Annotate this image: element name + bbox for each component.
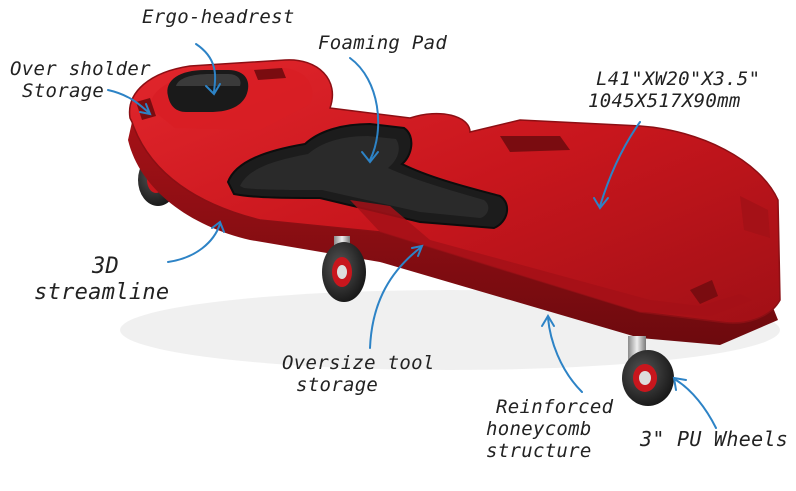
label-3d-line-1: 3D bbox=[92, 254, 120, 279]
label-oversize-line-2: storage bbox=[296, 374, 379, 396]
oversize-tool-tray bbox=[350, 200, 752, 316]
label-reinforced-line-1: Reinforced bbox=[496, 396, 614, 418]
handle-slot-bottom bbox=[690, 280, 718, 304]
arrow-head-reinforced-honeycomb bbox=[541, 314, 555, 327]
label-over-sholder-line-1: Over sholder bbox=[10, 58, 151, 80]
arrow-head-over-sholder-storage bbox=[139, 103, 152, 116]
arrow-head-ergo-headrest bbox=[205, 83, 221, 96]
label-pu-wheels: 3" PU Wheels bbox=[640, 428, 788, 450]
handle-slot-top bbox=[500, 136, 570, 152]
arrow-over-sholder-storage bbox=[107, 89, 149, 113]
label-pu-wheels-text: 3" PU Wheels bbox=[640, 427, 789, 451]
arrow-head-pu-wheels bbox=[672, 376, 687, 391]
label-dimensions-imperial: L41"XW20"X3.5" bbox=[596, 68, 761, 90]
wheel-front-right bbox=[622, 336, 674, 406]
arrow-head-streamline bbox=[211, 220, 225, 233]
arrow-head-foaming-pad bbox=[361, 151, 379, 164]
label-ergo-headrest-text: Ergo-headrest bbox=[142, 6, 295, 28]
label-dimensions: L41"XW20"X3.5" 1045X517X90mm bbox=[588, 68, 760, 112]
label-3d-line-2: streamline bbox=[34, 280, 170, 305]
label-reinforced-line-3: structure bbox=[486, 440, 592, 462]
arrow-reinforced-honeycomb bbox=[547, 317, 583, 393]
arrow-head-dimensions bbox=[593, 197, 609, 210]
foot-end-tray bbox=[740, 196, 770, 238]
label-foaming-pad: Foaming Pad bbox=[318, 32, 447, 54]
label-over-sholder-line-2: Storage bbox=[22, 80, 105, 102]
label-oversize-line-1: Oversize tool bbox=[282, 352, 435, 374]
wheel-front-left bbox=[322, 236, 366, 302]
shoulder-storage-right bbox=[254, 68, 286, 80]
body-side-wall bbox=[128, 122, 778, 345]
foaming-pad bbox=[226, 122, 509, 230]
label-foaming-pad-text: Foaming Pad bbox=[318, 32, 448, 54]
label-ergo-headrest: Ergo-headrest bbox=[142, 6, 295, 28]
arrow-dimensions bbox=[599, 121, 641, 207]
arrow-pu-wheels bbox=[675, 379, 717, 429]
arrow-foaming-pad bbox=[349, 57, 380, 161]
label-dimensions-metric: 1045X517X90mm bbox=[588, 90, 741, 112]
label-oversize-tool-storage: Oversize tool storage bbox=[282, 352, 435, 396]
label-3d-streamline: 3D streamline bbox=[34, 254, 169, 306]
arrow-streamline bbox=[167, 223, 221, 263]
headrest-cushion bbox=[167, 70, 249, 112]
label-reinforced-line-2: honeycomb bbox=[486, 418, 592, 440]
label-over-sholder-storage: Over sholder Storage bbox=[10, 58, 151, 102]
arrow-oversize-tool-storage bbox=[369, 247, 421, 349]
arrow-ergo-headrest bbox=[195, 43, 217, 93]
arrow-head-oversize-tool-storage bbox=[411, 244, 424, 257]
label-reinforced-honeycomb: Reinforced honeycomb structure bbox=[486, 396, 613, 462]
